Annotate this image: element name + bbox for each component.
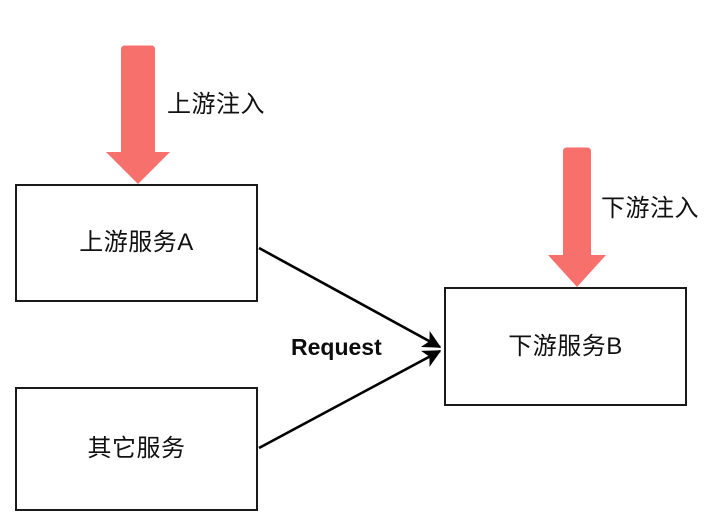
edge-upstream-a-to-downstream-b	[258, 246, 442, 349]
node-label-other-service: 其它服务	[87, 435, 186, 462]
annotation-upstream-injection: 上游注入	[167, 91, 265, 118]
upstream-injection-arrow-icon	[106, 45, 170, 184]
node-label-downstream-service-b: 下游服务B	[508, 332, 623, 360]
node-upstream-service-a[interactable]: 上游服务A	[15, 184, 258, 302]
node-label-upstream-service-a: 上游服务A	[79, 229, 194, 256]
annotation-downstream-injection: 下游注入	[601, 195, 699, 222]
edge-other-to-downstream-b	[258, 349, 442, 450]
node-downstream-service-b[interactable]: 下游服务B	[444, 287, 687, 406]
downstream-injection-arrow-icon	[548, 147, 606, 287]
node-other-service[interactable]: 其它服务	[15, 387, 258, 511]
edge-label-request: Request	[291, 334, 382, 360]
